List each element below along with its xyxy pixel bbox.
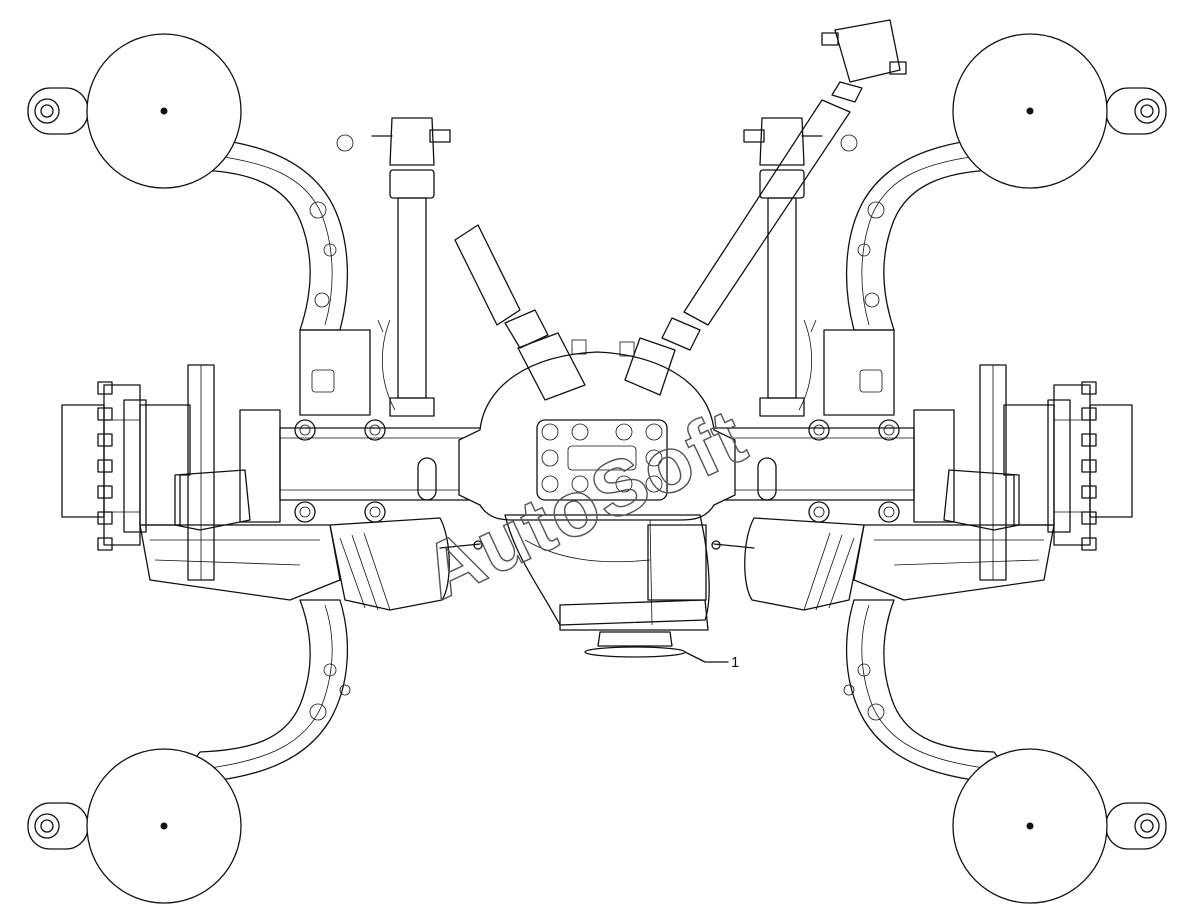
differential-housing	[458, 351, 736, 658]
right-torque-rod	[619, 19, 907, 396]
callout-1: 1	[684, 651, 739, 671]
left-torque-rod	[454, 224, 587, 401]
callout-1-label: 1	[731, 654, 739, 671]
left-half-assembly	[27, 33, 511, 904]
